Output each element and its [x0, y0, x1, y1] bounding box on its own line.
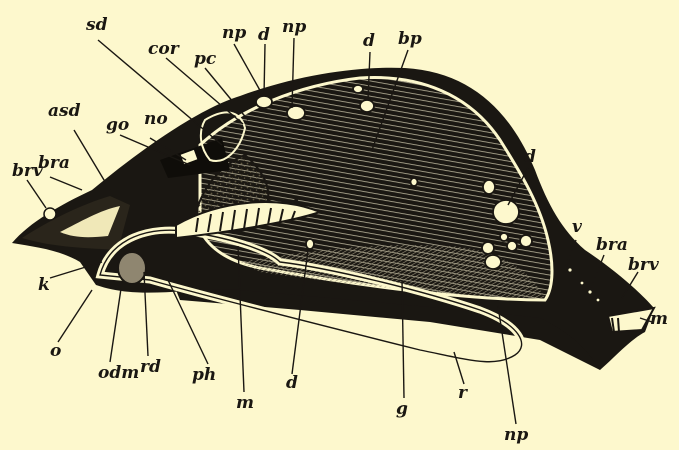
label-bp: bp — [398, 29, 422, 49]
eye — [44, 208, 56, 220]
label-brv-right: brv — [628, 255, 660, 275]
label-pc: pc — [194, 49, 217, 69]
label-g: g — [396, 399, 408, 419]
label-d-3: d — [524, 147, 536, 167]
label-o: o — [50, 341, 61, 361]
label-bra-right: bra — [596, 235, 628, 255]
label-odm: odm — [98, 363, 139, 383]
label-m-1: m — [236, 393, 254, 413]
label-v: v — [572, 217, 583, 237]
label-bra-left: bra — [38, 153, 70, 173]
label-sd: sd — [85, 15, 108, 35]
label-np-3: np — [504, 425, 528, 445]
buccal-oval — [118, 252, 146, 284]
label-r: r — [458, 383, 468, 403]
label-no: no — [144, 109, 168, 129]
label-cor: cor — [148, 39, 180, 59]
label-ph: ph — [192, 365, 216, 385]
label-go: go — [106, 115, 129, 135]
label-np-1: np — [222, 23, 246, 43]
label-d-1: d — [258, 25, 270, 45]
label-d-2: d — [363, 31, 375, 51]
label-rd: rd — [140, 357, 161, 377]
label-m-2: m — [650, 309, 668, 329]
label-asd: asd — [48, 101, 81, 121]
label-d-4: d — [286, 373, 298, 393]
label-k: k — [38, 275, 50, 295]
label-np-2: np — [282, 17, 306, 37]
